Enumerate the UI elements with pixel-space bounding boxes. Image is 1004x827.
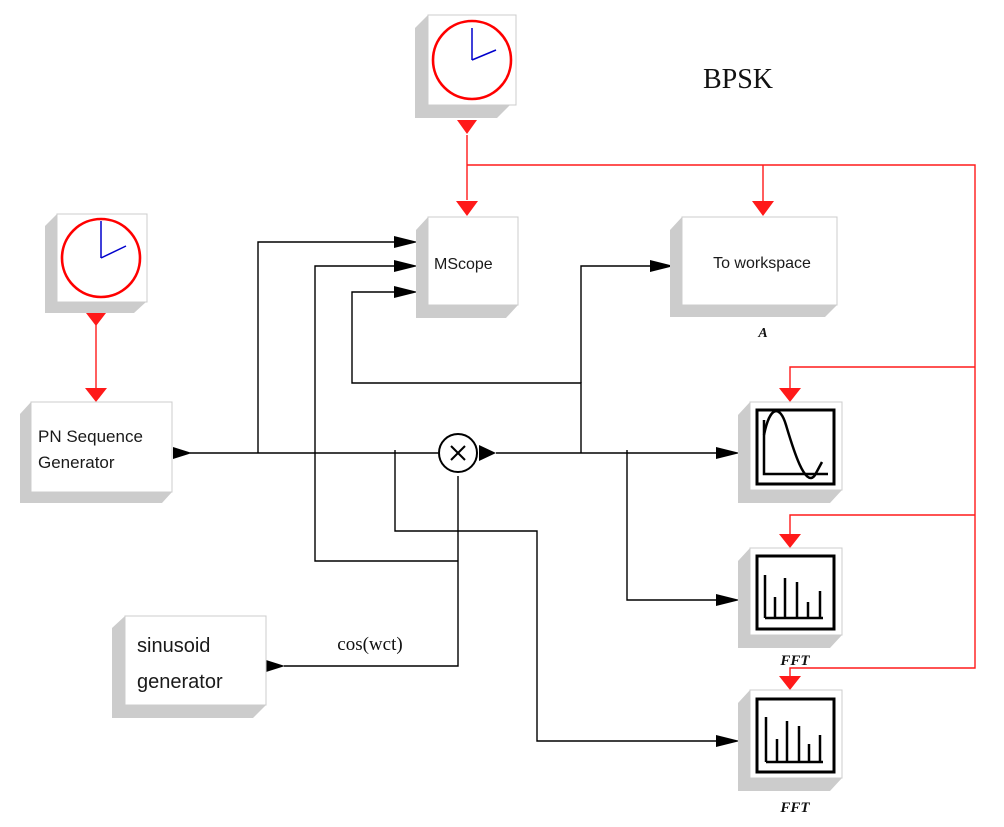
mscope-input-2-port [394, 260, 418, 272]
clock-icon [431, 19, 513, 101]
to-workspace-variable-label: A [757, 326, 767, 341]
wire-to-workspace[interactable] [580, 265, 652, 383]
workspace-activation-port [752, 201, 774, 216]
sinusoid-label-line1: sinusoid [137, 635, 210, 657]
diagram-title: BPSK [703, 64, 773, 95]
data-wires [190, 241, 726, 742]
spectrum-bars-icon [755, 697, 836, 774]
pn-label-line1: PN Sequence [38, 427, 143, 446]
multiplier-block[interactable] [438, 433, 478, 473]
mscope-input-1-port [394, 236, 418, 248]
sinusoid-output-port [266, 660, 285, 672]
fft1-block[interactable] [738, 547, 843, 648]
pn-activation-port [85, 388, 107, 402]
clock-block-top[interactable] [415, 14, 517, 118]
multiply-icon [450, 445, 466, 461]
activation-wires [95, 135, 976, 676]
mscope-block[interactable]: MScope [416, 216, 519, 318]
activation-arrowheads [85, 120, 801, 690]
fft1-input-port [716, 594, 740, 606]
fft1-label: FFT [779, 653, 810, 669]
clock-top-output-port [457, 120, 477, 134]
workspace-input-port [650, 260, 674, 272]
wire-pn-to-fft2[interactable] [394, 450, 726, 742]
fft2-block[interactable] [738, 689, 843, 791]
wire-to-fft1[interactable] [626, 450, 726, 601]
scope-block[interactable] [738, 401, 843, 503]
multiplier-output-port [479, 445, 496, 461]
sinusoid-generator-block[interactable]: sinusoid generator [112, 615, 267, 718]
red-wire-to-fft1[interactable] [789, 514, 975, 534]
spectrum-bars-icon [755, 554, 836, 631]
data-arrowheads [173, 236, 740, 747]
mscope-activation-port [456, 201, 478, 216]
scope-sine-icon [755, 408, 836, 486]
wire-carrier-to-multiplier[interactable] [284, 476, 459, 667]
mscope-input-3-port [394, 286, 418, 298]
fft2-input-port [716, 735, 740, 747]
fft2-label: FFT [779, 800, 810, 816]
carrier-label: cos(wct) [337, 634, 402, 655]
fft1-activation-port [779, 534, 801, 548]
wire-pn-to-mscope-1[interactable] [257, 241, 404, 453]
fft2-activation-port [779, 676, 801, 690]
wire-carrier-to-mscope-2[interactable] [314, 265, 458, 562]
to-workspace-block[interactable]: To workspace [670, 216, 838, 317]
scope-activation-port [779, 388, 801, 402]
pn-label-line2: Generator [38, 453, 115, 472]
sinusoid-label-line2: generator [137, 671, 223, 693]
to-workspace-label: To workspace [713, 255, 811, 272]
pn-output-port [173, 447, 192, 459]
pn-sequence-generator-block[interactable]: PN Sequence Generator [20, 401, 173, 503]
red-wire-to-scope[interactable] [789, 366, 975, 388]
wire-modulated-to-mscope-3[interactable] [351, 291, 582, 453]
scope-input-port [716, 447, 740, 459]
clock-icon [60, 217, 142, 299]
clock-left-output-port [86, 313, 106, 326]
mscope-label: MScope [434, 256, 493, 273]
clock-block-left[interactable] [45, 213, 148, 313]
red-wire-top-bus[interactable] [467, 164, 976, 676]
